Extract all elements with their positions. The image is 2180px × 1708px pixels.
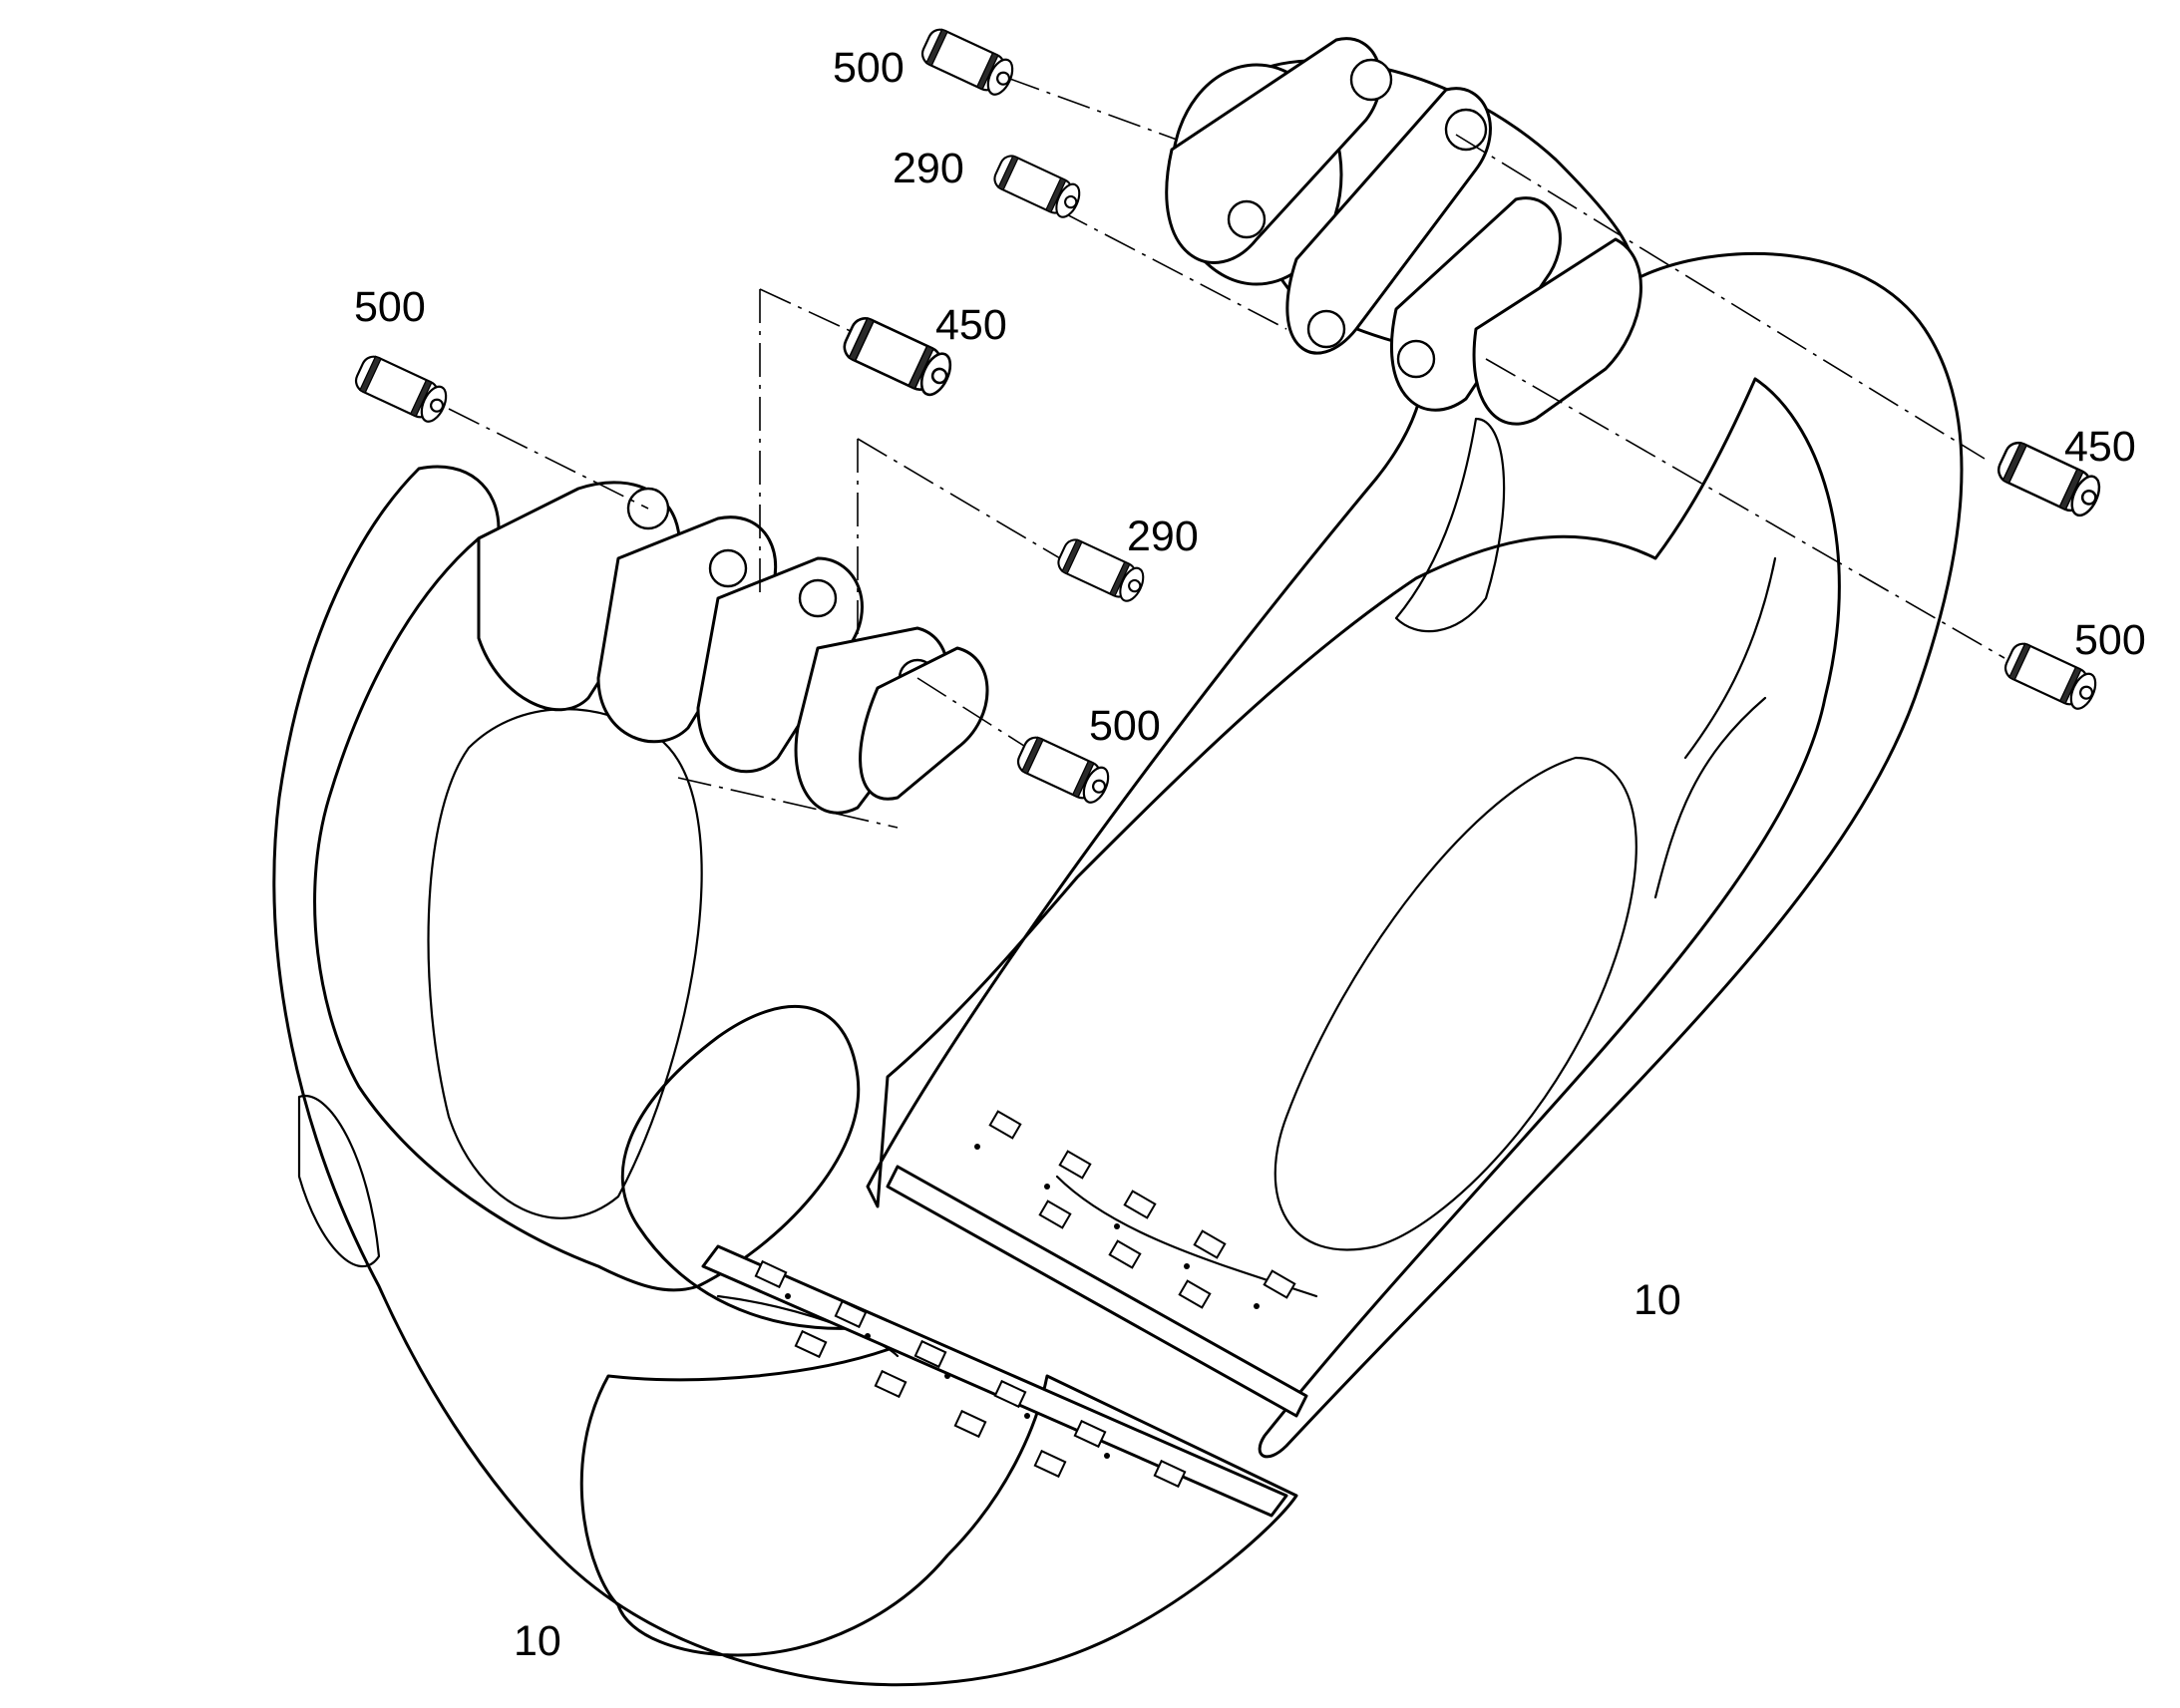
- pin-500-top: [917, 24, 1019, 100]
- assembly-center-lines: [448, 77, 2005, 829]
- jaw-left: [272, 465, 1298, 1687]
- pin-500-left: [351, 351, 453, 427]
- pin-290-top: [989, 151, 1085, 222]
- callout-500-left: 500: [354, 283, 426, 331]
- callout-10-left: 10: [514, 1617, 561, 1665]
- callout-500-right: 500: [2074, 616, 2146, 664]
- callout-290-top: 290: [893, 145, 964, 192]
- jaw-left-teeth: [754, 1259, 1187, 1489]
- jaw-left-lugs: [477, 481, 989, 815]
- jaw-right: [866, 37, 1964, 1459]
- jaw-right-teeth: [974, 1110, 1296, 1309]
- callout-450-right: 450: [2064, 423, 2136, 471]
- callout-10-right: 10: [1634, 1276, 1681, 1324]
- callout-290-mid: 290: [1127, 512, 1199, 560]
- callout-500-top: 500: [833, 44, 905, 92]
- callout-450-mid: 450: [935, 301, 1007, 349]
- callout-500-mid: 500: [1089, 702, 1161, 750]
